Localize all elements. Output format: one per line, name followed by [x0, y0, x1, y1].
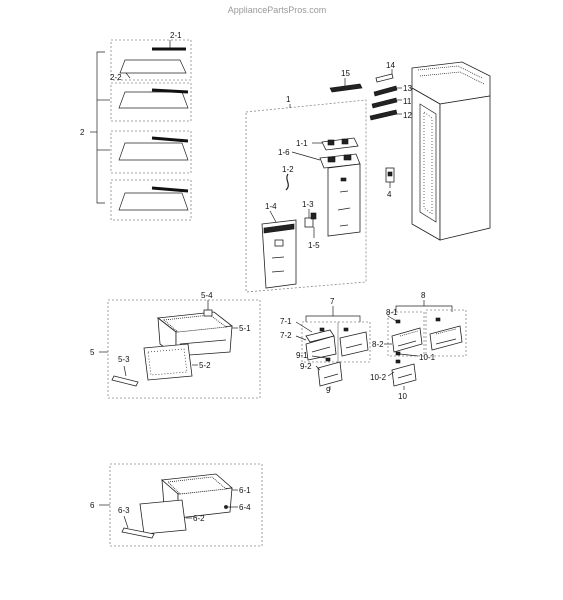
- part-6-2[interactable]: [139, 499, 187, 535]
- callout-15: 15: [341, 69, 350, 78]
- callout-8-1: 8-1: [386, 308, 398, 317]
- callout-5-3: 5-3: [118, 355, 130, 364]
- part-6-3[interactable]: [121, 527, 155, 539]
- part-8-2[interactable]: [391, 327, 423, 353]
- callout-5-2: 5-2: [199, 361, 211, 370]
- bin-group-8: 8 8-1 8-2 1: [370, 291, 467, 401]
- callout-2-2: 2-2: [110, 73, 122, 82]
- callout-10: 10: [398, 392, 407, 401]
- part-7-2[interactable]: [305, 335, 337, 361]
- callout-10-1: 10-1: [419, 353, 436, 362]
- callout-6-1: 6-1: [239, 486, 251, 495]
- callout-4: 4: [387, 190, 392, 199]
- part-1-3[interactable]: [304, 217, 314, 228]
- callout-11: 11: [403, 97, 412, 106]
- callout-12: 12: [403, 111, 412, 120]
- part-9[interactable]: [317, 357, 343, 387]
- callout-1: 1: [286, 95, 291, 104]
- duct-cover[interactable]: [327, 163, 361, 237]
- callout-6: 6: [90, 501, 95, 510]
- part-12[interactable]: [369, 109, 398, 121]
- callout-8-2: 8-2: [372, 340, 384, 349]
- part-1-6[interactable]: [319, 153, 361, 169]
- callout-6-3: 6-3: [118, 506, 130, 515]
- shelf-glass-3[interactable]: [118, 136, 189, 161]
- watermark: AppliancePartsPros.com: [228, 5, 327, 15]
- callout-5-4: 5-4: [201, 291, 213, 300]
- part-10[interactable]: [391, 359, 417, 387]
- callout-7: 7: [330, 297, 335, 306]
- drawer-group-6: 6 6-1 6-4 6-2 6-3: [90, 463, 263, 547]
- bin-8-right[interactable]: [429, 317, 463, 351]
- callout-10-2: 10-2: [370, 373, 387, 382]
- part-5-3[interactable]: [111, 375, 139, 387]
- callout-5-1: 5-1: [239, 324, 251, 333]
- bin-group-7: 7 7-1 7-2 9-1 9-2 9: [280, 297, 371, 395]
- part-1-2[interactable]: [285, 173, 289, 191]
- callout-8: 8: [421, 291, 426, 300]
- callout-5: 5: [90, 348, 95, 357]
- part-15[interactable]: [329, 83, 363, 93]
- part-6-4[interactable]: [224, 505, 228, 509]
- fridge-door[interactable]: [411, 61, 491, 241]
- callout-1-3: 1-3: [302, 200, 314, 209]
- part-13[interactable]: [373, 85, 398, 97]
- shelf-glass-2-1[interactable]: [119, 47, 187, 74]
- part-10-1[interactable]: [395, 351, 401, 356]
- shelf-glass-4[interactable]: [118, 186, 189, 211]
- part-8-1[interactable]: [395, 319, 401, 324]
- callout-13: 13: [403, 84, 412, 93]
- part-5-2[interactable]: [143, 343, 193, 381]
- callout-9: 9: [326, 386, 331, 395]
- callout-7-2: 7-2: [280, 331, 292, 340]
- callout-1-5: 1-5: [308, 241, 320, 250]
- part-1-4[interactable]: [261, 219, 297, 289]
- part-1-5[interactable]: [310, 212, 317, 220]
- callout-7-1: 7-1: [280, 317, 292, 326]
- panel-group-1: 1 1-1 1-6 1-2: [245, 95, 367, 293]
- part-11[interactable]: [371, 97, 398, 109]
- callout-1-6: 1-6: [278, 148, 290, 157]
- drawer-group-5: 5 5-1 5-4 5-2 5-3: [90, 291, 261, 399]
- callout-6-2: 6-2: [193, 514, 205, 523]
- callout-9-2: 9-2: [300, 362, 312, 371]
- door-assembly: 15 14 13 11 12: [329, 61, 491, 241]
- part-4[interactable]: [385, 167, 395, 183]
- shelf-group-2: 2-1 2-2 2: [80, 31, 192, 221]
- part-1-1[interactable]: [321, 137, 359, 151]
- callout-1-2: 1-2: [282, 165, 294, 174]
- callout-14: 14: [386, 61, 395, 70]
- callout-1-1: 1-1: [296, 139, 308, 148]
- callout-2: 2: [80, 128, 85, 137]
- part-5-4[interactable]: [203, 309, 213, 317]
- callout-6-4: 6-4: [239, 503, 251, 512]
- callout-1-4: 1-4: [265, 202, 277, 211]
- shelf-glass-2[interactable]: [118, 88, 189, 109]
- bin-7-right[interactable]: [339, 327, 369, 357]
- callout-2-1: 2-1: [170, 31, 182, 40]
- drawer-6-1[interactable]: [161, 473, 233, 519]
- callout-9-1: 9-1: [296, 351, 308, 360]
- part-14[interactable]: [375, 73, 394, 83]
